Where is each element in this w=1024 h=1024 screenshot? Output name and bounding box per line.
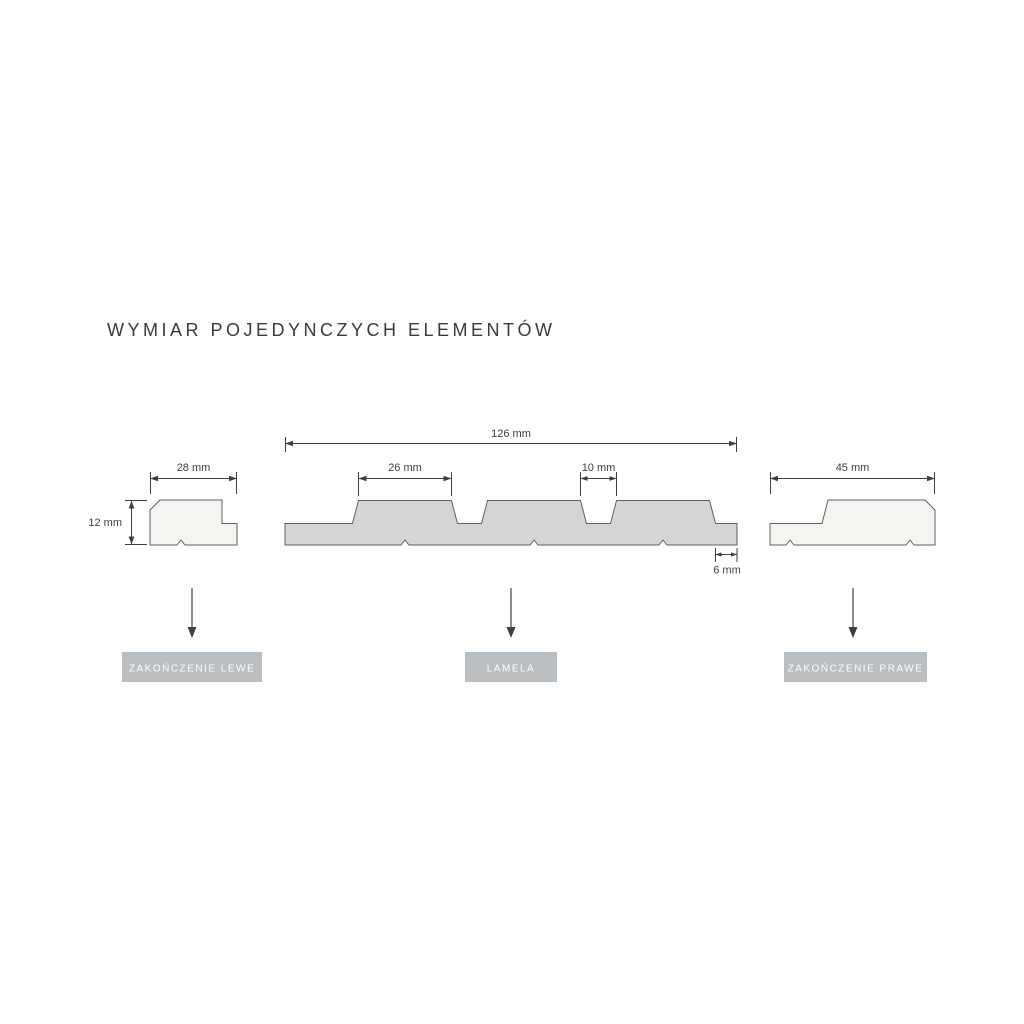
arrowhead-right <box>609 476 617 481</box>
page-title: WYMIAR POJEDYNCZYCH ELEMENTÓW <box>107 320 556 340</box>
arrowhead-left <box>285 440 293 447</box>
arrowhead-down <box>128 536 135 545</box>
dimension-label: 126 mm <box>491 428 531 440</box>
label-lamela: LAMELA <box>465 652 557 682</box>
arrowhead-right <box>729 440 737 447</box>
label-left-end: ZAKOŃCZENIE LEWE <box>122 652 262 682</box>
right-end-shape <box>769 499 936 546</box>
profile-lamela <box>284 500 738 546</box>
label-box <box>122 652 262 682</box>
arrowhead-left <box>150 475 158 482</box>
dimension-base-thickness: 6 mm <box>713 548 741 577</box>
profile-left-end <box>149 499 238 546</box>
arrowhead-right <box>927 475 935 482</box>
dimension-label: 10 mm <box>582 462 616 474</box>
arrowhead-right <box>443 475 452 482</box>
arrowhead-right <box>229 475 237 482</box>
dimension-left-end-width: 28 mm <box>150 462 237 494</box>
dimension-slat-gap: 10 mm <box>580 462 617 496</box>
label-right-end: ZAKOŃCZENIE PRAWE <box>784 652 927 682</box>
dimension-label: 45 mm <box>836 462 870 474</box>
arrowhead-left <box>770 475 778 482</box>
dimension-label: 26 mm <box>388 462 422 474</box>
lamela-shape <box>284 500 738 546</box>
label-text: LAMELA <box>487 664 535 675</box>
arrowhead-left <box>715 552 722 557</box>
arrowhead-left <box>358 475 367 482</box>
arrowhead-up <box>128 500 135 509</box>
arrow-down-icon <box>848 627 858 638</box>
profile-right-end <box>769 499 936 546</box>
dimension-label: 12 mm <box>88 517 122 529</box>
arrow-down-icon <box>506 627 516 638</box>
dimension-label: 6 mm <box>713 565 741 577</box>
arrow-down-icon <box>187 627 197 638</box>
dimension-lamela-total: 126 mm <box>285 428 737 452</box>
dimension-right-end-width: 45 mm <box>770 462 935 494</box>
pointer-arrow-left-end <box>187 588 197 638</box>
label-text: ZAKOŃCZENIE LEWE <box>129 662 255 675</box>
label-box <box>784 652 927 682</box>
dimension-panel-height: 12 mm <box>88 500 147 545</box>
arrowhead-right <box>731 552 737 557</box>
pointer-arrow-right-end <box>848 588 858 638</box>
dimension-label: 28 mm <box>177 462 211 474</box>
pointer-arrow-lamela <box>506 588 516 638</box>
arrowhead-left <box>580 476 588 481</box>
dimension-slat-width: 26 mm <box>358 462 452 496</box>
label-text: ZAKOŃCZENIE PRAWE <box>788 662 924 675</box>
label-box <box>465 652 557 682</box>
left-end-shape <box>149 499 238 546</box>
